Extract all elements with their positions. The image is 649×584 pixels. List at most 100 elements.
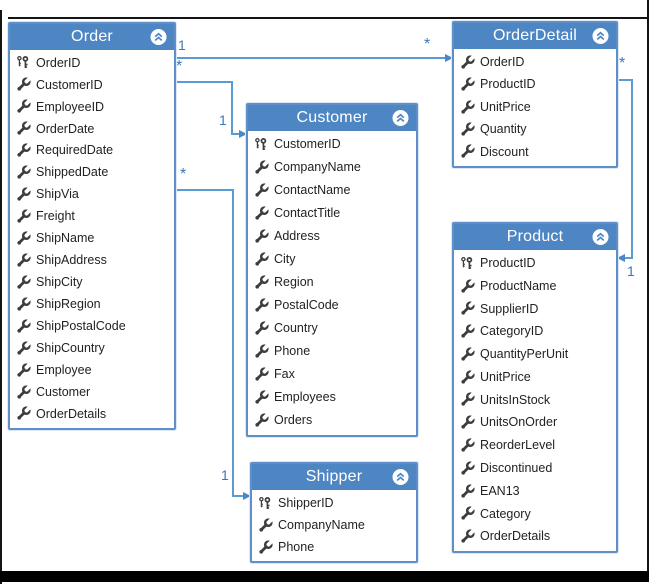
entity-field-row[interactable]: PostalCode [248,294,416,317]
entity-field-row[interactable]: CustomerID [248,133,416,156]
entity-field-row[interactable]: UnitsOnOrder [454,411,616,434]
connector-order-shipper-line[interactable] [232,189,234,497]
entity-field-row[interactable]: ShipRegion [10,293,174,315]
entity-field-row[interactable]: Phone [252,536,416,558]
wrench-property-icon [254,160,269,175]
entity-header-product[interactable]: Product [454,224,616,250]
wrench-property-icon [460,54,475,70]
entity-field-row[interactable]: OrderID [454,51,616,73]
entity-field-row[interactable]: Customer [10,381,174,403]
entity-field-row[interactable]: CompanyName [252,514,416,536]
entity-field-row[interactable]: Discontinued [454,457,616,480]
entity-field-row[interactable]: RequiredDate [10,140,174,162]
collapse-chevron-icon[interactable] [150,29,167,46]
wrench-property-icon [460,346,475,362]
field-label: ShipperID [278,495,334,510]
entity-field-row[interactable]: ShipperID [252,492,416,514]
entity-field-row[interactable]: Quantity [454,118,616,140]
entity-field-row[interactable]: City [248,248,416,271]
connector-order-orderdetail-line[interactable] [176,57,446,59]
entity-field-row[interactable]: Phone [248,340,416,363]
entity-field-row[interactable]: ShipName [10,228,174,250]
connector-order-shipper-line[interactable] [176,189,234,191]
field-label: Employees [274,390,336,405]
entity-field-row[interactable]: Freight [10,206,174,228]
collapse-chevron-icon[interactable] [592,229,609,246]
entity-field-row[interactable]: ShipCountry [10,337,174,359]
wrench-property-icon [16,187,31,202]
entity-field-row[interactable]: ContactName [248,179,416,202]
field-label: ShipRegion [36,297,101,312]
entity-field-row[interactable]: ShippedDate [10,162,174,184]
entity-field-row[interactable]: CategoryID [454,320,616,343]
entity-field-row[interactable]: ContactTitle [248,202,416,225]
entity-field-row[interactable]: Discount [454,141,616,163]
field-label: Region [274,275,314,290]
connector-order-customer-line[interactable] [231,81,233,135]
wrench-property-icon [258,517,273,533]
entity-field-row[interactable]: OrderDetails [10,403,174,425]
entity-field-row[interactable]: CompanyName [248,156,416,179]
entity-field-row[interactable]: Employee [10,359,174,381]
field-label: Discount [480,144,529,159]
entity-field-row[interactable]: OrderID [10,52,174,74]
entity-field-row[interactable]: ProductID [454,252,616,275]
entity-header-orderdetail[interactable]: OrderDetail [454,23,616,49]
entity-field-row[interactable]: EmployeeID [10,96,174,118]
entity-field-row[interactable]: Region [248,271,416,294]
field-label: UnitsOnOrder [480,415,558,430]
wrench-property-icon [16,406,31,421]
entity-field-row[interactable]: EAN13 [454,480,616,503]
entity-field-row[interactable]: Orders [248,409,416,432]
connector-arrow-icon [617,254,625,262]
entity-field-row[interactable]: CustomerID [10,74,174,96]
entity-field-row[interactable]: ProductID [454,73,616,95]
entity-field-row[interactable]: ShipVia [10,184,174,206]
entity-field-row[interactable]: QuantityPerUnit [454,343,616,366]
field-label: Fax [274,367,295,382]
collapse-chevron-icon[interactable] [392,110,409,127]
collapse-chevron-icon[interactable] [592,28,609,45]
entity-field-row[interactable]: Address [248,225,416,248]
entity-field-row[interactable]: UnitPrice [454,366,616,389]
wrench-property-icon [254,229,269,244]
field-label: Discontinued [480,461,553,476]
entity-field-row[interactable]: UnitsInStock [454,389,616,412]
connector-order-customer-line[interactable] [176,81,233,83]
entity-field-row[interactable]: Employees [248,386,416,409]
entity-field-row[interactable]: OrderDetails [454,525,616,548]
entity-field-row[interactable]: ShipPostalCode [10,315,174,337]
entity-field-row[interactable]: Fax [248,363,416,386]
entity-field-row[interactable]: UnitPrice [454,96,616,118]
entity-field-row[interactable]: ReorderLevel [454,434,616,457]
entity-header-shipper[interactable]: Shipper [252,464,416,490]
entity-title: Shipper [305,468,363,485]
primary-key-icon [16,55,31,70]
wrench-property-icon [254,252,269,267]
entity-field-row[interactable]: ShipCity [10,271,174,293]
entity-field-row[interactable]: Category [454,502,616,525]
entity-header-order[interactable]: Order [10,24,174,50]
connector-orderdetail-product-line[interactable] [625,257,633,259]
entity-field-row[interactable]: Country [248,317,416,340]
connector-order-shipper-line[interactable] [232,495,244,497]
entity-field-row[interactable]: SupplierID [454,298,616,321]
connector-orderdetail-product-line[interactable] [631,79,633,259]
entity-field-row[interactable]: ProductName [454,275,616,298]
connector-order-customer-line[interactable] [231,133,240,135]
entity-header-customer[interactable]: Customer [248,105,416,131]
field-label: Address [274,229,320,244]
entity-title: Product [506,228,564,245]
entity-field-row[interactable]: OrderDate [10,118,174,140]
field-label: UnitPrice [480,369,531,384]
entity-field-row[interactable]: ShipAddress [10,249,174,271]
wrench-property-icon [460,278,475,294]
collapse-chevron-icon[interactable] [392,469,409,486]
connector-orderdetail-product-line[interactable] [618,79,633,81]
